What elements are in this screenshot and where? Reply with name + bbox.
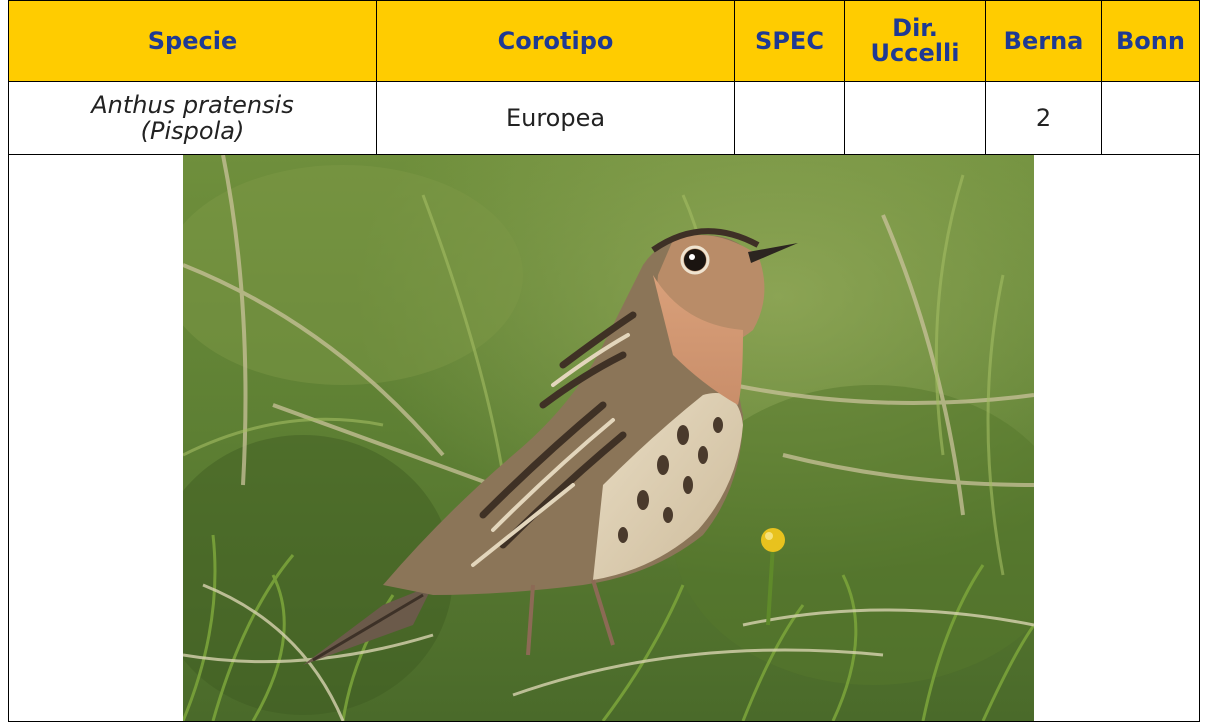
photo-cell [8, 154, 1200, 722]
header-dir-uccelli-line1: Dir. [892, 14, 938, 42]
header-bonn: Bonn [1101, 0, 1200, 82]
cell-bonn [1101, 81, 1200, 155]
header-berna-label: Berna [1003, 26, 1084, 55]
header-spec-label: SPEC [755, 26, 824, 55]
header-corotipo: Corotipo [376, 0, 735, 82]
cell-specie: Anthus pratensis (Pispola) [8, 81, 377, 155]
header-spec: SPEC [734, 0, 845, 82]
specie-common-name: (Pispola) [140, 117, 245, 145]
table-row: Anthus pratensis (Pispola) Europea 2 [8, 81, 1200, 155]
header-bonn-label: Bonn [1116, 26, 1185, 55]
specie-latin-name: Anthus pratensis [91, 91, 294, 119]
berna-value: 2 [1035, 104, 1052, 132]
header-specie: Specie [8, 0, 377, 82]
header-row: Specie Corotipo SPEC Dir. Uccelli Berna … [8, 0, 1200, 82]
header-dir-uccelli-line2: Uccelli [870, 39, 960, 67]
header-corotipo-label: Corotipo [497, 26, 614, 55]
species-sheet: Specie Corotipo SPEC Dir. Uccelli Berna … [8, 0, 1200, 722]
cell-berna: 2 [985, 81, 1102, 155]
photo-row [8, 154, 1200, 722]
species-table: Specie Corotipo SPEC Dir. Uccelli Berna … [8, 0, 1200, 722]
header-specie-label: Specie [147, 26, 238, 55]
cell-dir-uccelli [844, 81, 986, 155]
yellow-flower [761, 528, 785, 626]
bird-photo [183, 155, 1034, 721]
header-dir-uccelli: Dir. Uccelli [844, 0, 986, 82]
corotipo-value: Europea [505, 104, 606, 132]
bird-photo-illustration [183, 155, 1034, 721]
bird-figure [303, 228, 798, 665]
header-berna: Berna [985, 0, 1102, 82]
cell-corotipo: Europea [376, 81, 735, 155]
cell-spec [734, 81, 845, 155]
